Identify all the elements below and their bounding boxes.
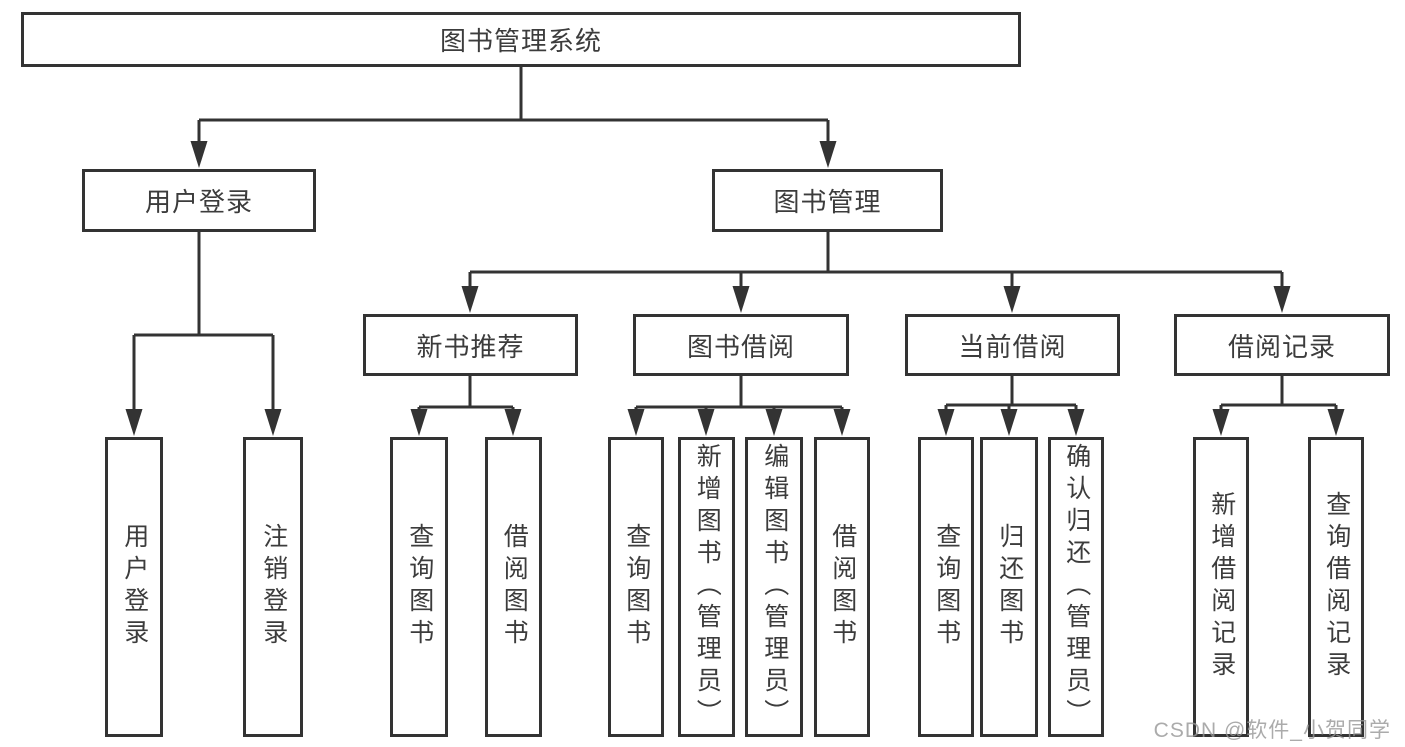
- node-label: 图书管理: [773, 187, 882, 217]
- node-label: 查询图书: [405, 523, 434, 651]
- node-label: 图书管理系统: [439, 26, 602, 56]
- node-label: 借阅图书: [828, 523, 857, 651]
- node-label: 用户登录: [120, 523, 149, 651]
- node-label: 查询借阅记录: [1322, 491, 1351, 683]
- node-user-login-leaf: 用户登录: [105, 437, 163, 737]
- node-label: 查询图书: [932, 523, 961, 651]
- node-label: 当前借阅: [958, 331, 1067, 362]
- node-label: 新书推荐: [416, 331, 525, 362]
- node-label: 注销登录: [259, 523, 288, 651]
- node-label: 借阅记录: [1227, 331, 1336, 362]
- node-label: 借阅图书: [500, 523, 529, 651]
- node-label: 用户登录: [144, 187, 253, 217]
- node-book-management: 图书管理: [712, 169, 943, 232]
- node-query-books-borrowing: 查询图书: [608, 437, 664, 737]
- node-logout: 注销登录: [243, 437, 303, 737]
- node-label: 图书借阅: [686, 331, 795, 362]
- node-query-borrow-record: 查询借阅记录: [1308, 437, 1364, 737]
- node-book-borrowing: 图书借阅: [633, 314, 849, 376]
- node-label: 编辑图书（管理员）: [760, 443, 789, 731]
- node-return-books: 归还图书: [980, 437, 1038, 737]
- node-user-login-branch: 用户登录: [82, 169, 316, 232]
- node-borrowing-records: 借阅记录: [1174, 314, 1390, 376]
- node-add-borrow-record: 新增借阅记录: [1193, 437, 1249, 737]
- node-label: 确认归还（管理员）: [1062, 443, 1091, 731]
- node-label: 新增借阅记录: [1207, 491, 1236, 683]
- node-confirm-return-admin: 确认归还（管理员）: [1048, 437, 1104, 737]
- node-query-books-recommend: 查询图书: [390, 437, 448, 737]
- node-label: 新增图书（管理员）: [693, 443, 722, 731]
- node-library-management-system: 图书管理系统: [21, 12, 1021, 67]
- node-current-borrowing: 当前借阅: [905, 314, 1120, 376]
- node-label: 归还图书: [995, 523, 1024, 651]
- node-new-book-recommend: 新书推荐: [363, 314, 578, 376]
- csdn-watermark: CSDN @软件_小贺同学: [1153, 719, 1391, 742]
- node-edit-books-admin: 编辑图书（管理员）: [745, 437, 803, 737]
- node-borrow-books: 借阅图书: [814, 437, 870, 737]
- node-add-books-admin: 新增图书（管理员）: [678, 437, 735, 737]
- node-borrow-books-recommend: 借阅图书: [485, 437, 542, 737]
- node-label: 查询图书: [622, 523, 651, 651]
- node-query-books-current: 查询图书: [918, 437, 974, 737]
